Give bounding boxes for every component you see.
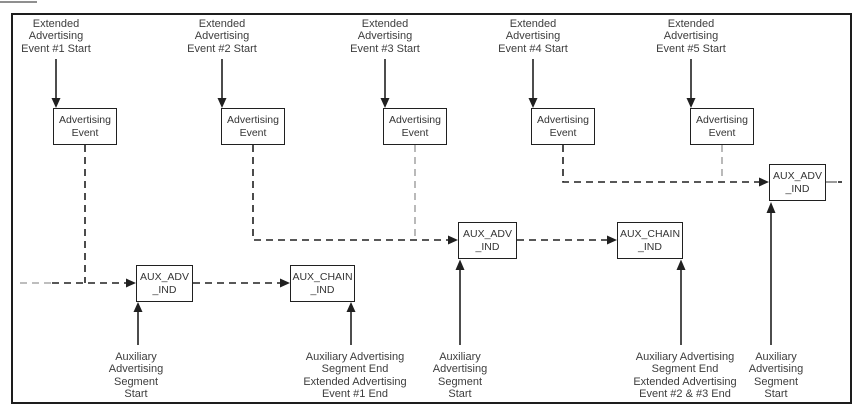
auxadv2-to-auxchain2-dashed — [517, 235, 617, 245]
aux-adv-ind-box-3: AUX_ADV _IND — [769, 164, 826, 201]
advertising-event-box-4: Advertising Event — [531, 108, 595, 145]
event5-start-label: Extended Advertising Event #5 Start — [656, 18, 726, 55]
aux-adv-ind-box-2: AUX_ADV _IND — [458, 222, 517, 259]
aux-adv-ind-box-1: AUX_ADV _IND — [136, 265, 193, 302]
event3-start-label: Extended Advertising Event #3 Start — [350, 18, 420, 55]
figure-frame — [11, 13, 852, 404]
aux-segment1-end-label: Auxiliary Advertising Segment End Extend… — [303, 351, 407, 401]
auxadv1-to-auxchain1-dashed — [193, 278, 290, 288]
page-crop-artifact-line — [0, 1, 37, 3]
event4-drop-elbow-dashed — [562, 145, 769, 187]
segment1-start-arrow — [133, 302, 143, 345]
advertising-event-box-3: Advertising Event — [383, 108, 447, 145]
incoming-dashed-from-left — [20, 278, 136, 288]
event3-start-arrow — [380, 59, 390, 108]
advertising-event-box-1: Advertising Event — [53, 108, 117, 145]
segment2-end-arrow — [676, 259, 686, 345]
event1-start-arrow — [51, 59, 61, 108]
segment1-end-arrow — [346, 302, 356, 345]
event2-start-label: Extended Advertising Event #2 Start — [187, 18, 257, 55]
aux-segment1-start-label: Auxiliary Advertising Segment Start — [108, 351, 164, 401]
segment2-start-arrow — [455, 259, 465, 345]
aux-segment2-end-label: Auxiliary Advertising Segment End Extend… — [633, 351, 737, 401]
aux-segment3-start-label: Auxiliary Advertising Segment Start — [748, 351, 804, 401]
event5-start-arrow — [686, 59, 696, 108]
event4-start-arrow — [528, 59, 538, 108]
event2-start-arrow — [217, 59, 227, 108]
aux-chain-ind-box-1: AUX_CHAIN _IND — [290, 265, 355, 302]
event2-drop-elbow-dashed — [252, 145, 458, 245]
aux-segment2-start-label: Auxiliary Advertising Segment Start — [432, 351, 488, 401]
advertising-event-box-2: Advertising Event — [221, 108, 285, 145]
event4-start-label: Extended Advertising Event #4 Start — [498, 18, 568, 55]
event1-start-label: Extended Advertising Event #1 Start — [21, 18, 91, 55]
aux-chain-ind-box-2: AUX_CHAIN _IND — [617, 222, 683, 259]
segment3-start-arrow — [766, 202, 776, 345]
advertising-event-box-5: Advertising Event — [690, 108, 754, 145]
